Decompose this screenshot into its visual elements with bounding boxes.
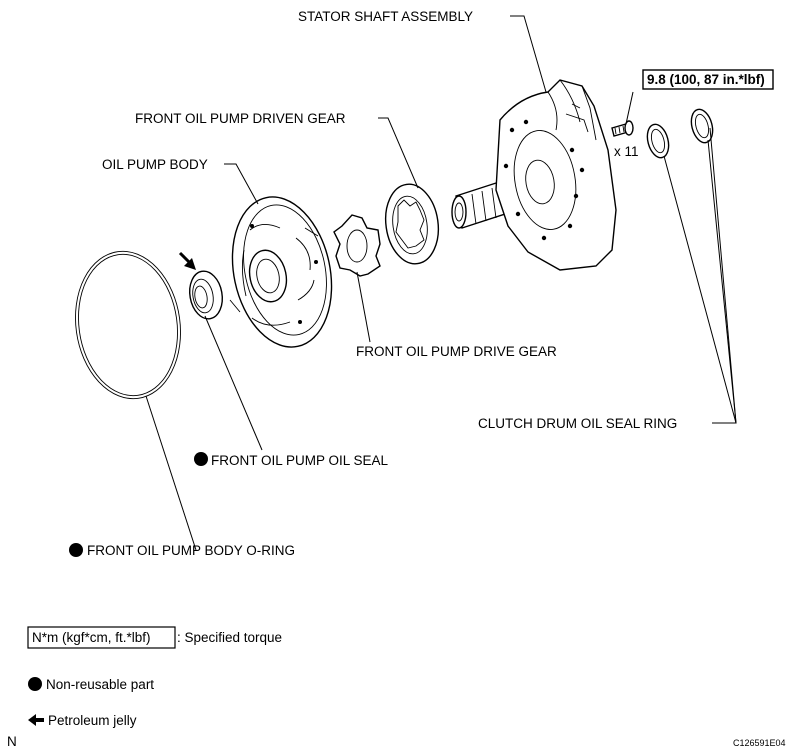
- bolt-icon: [611, 120, 634, 137]
- oil-pump-body: [229, 196, 333, 348]
- footer-mark: N: [7, 734, 17, 749]
- label-front-oil-pump-driven-gear: FRONT OIL PUMP DRIVEN GEAR: [135, 111, 346, 126]
- legend-petroleum-jelly-text: Petroleum jelly: [48, 713, 137, 728]
- bolt-quantity: x 11: [614, 144, 639, 159]
- torque-spec-value: 9.8 (100, 87 in.*lbf): [647, 72, 765, 87]
- torque-spec-box: [642, 69, 774, 90]
- front-oil-pump-oil-seal: [189, 270, 223, 320]
- label-oil-pump-body: OIL PUMP BODY: [102, 157, 208, 172]
- non-reusable-mark-icon: [69, 543, 83, 557]
- label-front-oil-pump-oil-seal: FRONT OIL PUMP OIL SEAL: [211, 453, 389, 468]
- legend-torque-unit: N*m (kgf*cm, ft.*lbf): [32, 630, 151, 645]
- front-oil-pump-body-o-ring: [75, 250, 181, 400]
- legend-torque-box: [27, 626, 176, 649]
- label-clutch-drum-oil-seal-ring: CLUTCH DRUM OIL SEAL RING: [478, 416, 677, 431]
- label-stator-shaft-assembly: STATOR SHAFT ASSEMBLY: [298, 9, 473, 24]
- legend-non-reusable-icon: [28, 677, 42, 691]
- front-oil-pump-driven-gear: [384, 183, 440, 265]
- legend-petroleum-jelly-arrow-icon: [28, 714, 44, 726]
- clutch-drum-oil-seal-rings: [646, 108, 714, 159]
- petroleum-jelly-arrow-icon: [178, 251, 196, 270]
- non-reusable-mark-icon: [194, 452, 208, 466]
- label-front-oil-pump-body-o-ring: FRONT OIL PUMP BODY O-RING: [87, 543, 295, 558]
- legend: N*m (kgf*cm, ft.*lbf) : Specified torque…: [27, 626, 282, 728]
- legend-torque-description: : Specified torque: [177, 630, 282, 645]
- leader-lines: [145, 15, 737, 551]
- stator-shaft-assembly: [451, 79, 617, 271]
- front-oil-pump-drive-gear: [333, 214, 381, 277]
- figure-code: C126591E04: [733, 738, 786, 748]
- legend-non-reusable-text: Non-reusable part: [46, 677, 154, 692]
- label-front-oil-pump-drive-gear: FRONT OIL PUMP DRIVE GEAR: [356, 344, 557, 359]
